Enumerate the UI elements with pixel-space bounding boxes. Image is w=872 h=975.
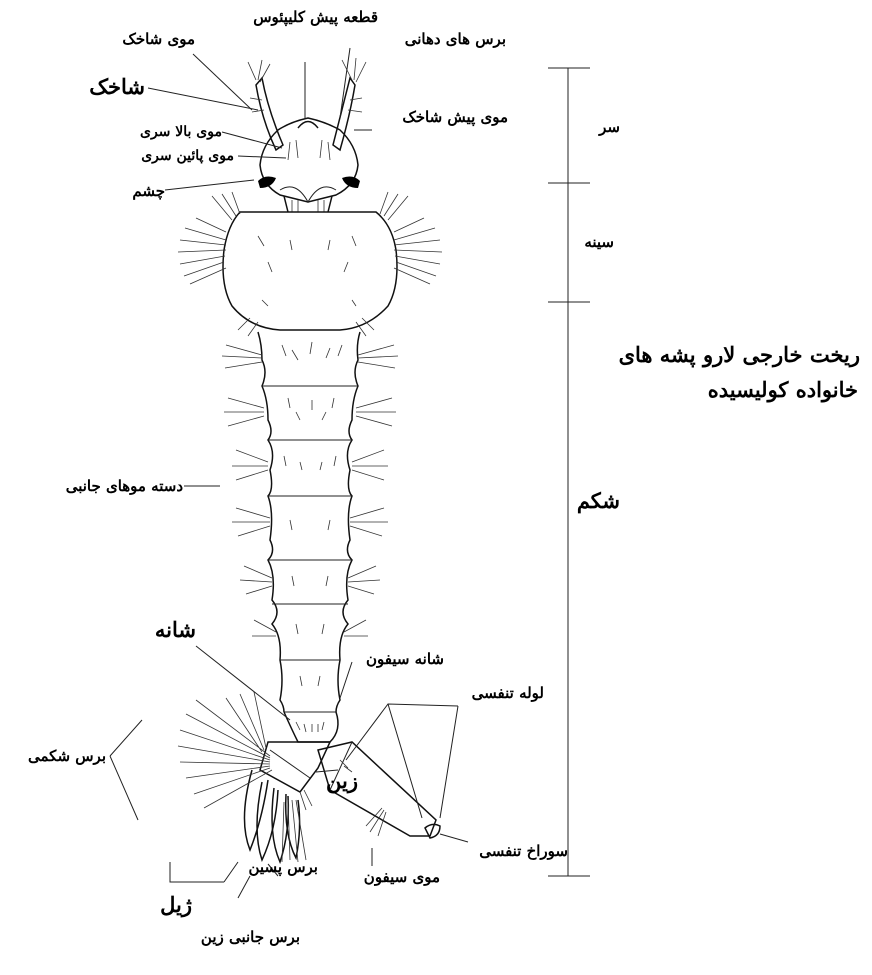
diagram-title: ریخت خارجی لارو پشه های خانواده کولیسیده xyxy=(619,342,860,403)
label-clypeus-front: قطعه پیش کلیپئوس xyxy=(253,8,378,27)
label-siphon-comb: شانه سیفون xyxy=(366,650,444,668)
label-upper-head-hair: موی بالا سری xyxy=(140,124,222,140)
left-eye xyxy=(258,177,276,188)
label-siphon-hair: موی سیفون xyxy=(364,868,440,886)
saddle-segment xyxy=(178,692,330,862)
right-eye xyxy=(342,177,360,188)
thorax xyxy=(178,192,442,336)
label-eye: چشم xyxy=(132,182,165,200)
label-antenna: شاخک xyxy=(89,74,145,99)
label-saddle: زین xyxy=(326,768,358,794)
label-respiratory-tube: لوله تنفسی xyxy=(472,684,544,702)
title-line-1: ریخت خارجی لارو پشه های xyxy=(619,342,860,368)
label-lower-head-hair: موی پائین سری xyxy=(141,148,234,164)
label-anal-gills: ژیل xyxy=(160,892,192,918)
abdomen xyxy=(222,332,398,742)
antennae xyxy=(248,58,366,150)
larva-illustration xyxy=(178,58,442,862)
leader-lines xyxy=(110,48,468,898)
label-ventral-brush: برس شکمی xyxy=(28,747,106,765)
label-pre-antennal-hair: موی پیش شاخک xyxy=(402,108,508,127)
title-line-2: خانواده کولیسیده xyxy=(708,377,858,403)
region-abdomen-label: شکم xyxy=(577,488,620,514)
label-lateral-saddle-brush: برس جانبی زین xyxy=(201,928,300,946)
region-head-label: سر xyxy=(598,118,620,136)
label-lateral-hair-tufts: دسته موهای جانبی xyxy=(66,477,184,495)
label-posterior-brush: برس پسین xyxy=(249,858,319,877)
region-thorax-label: سینه xyxy=(584,233,614,251)
label-antenna-hair: موی شاخک xyxy=(122,30,195,48)
label-spiracle: سوراخ تنفسی xyxy=(479,842,568,860)
label-mouth-brushes: برس های دهانی xyxy=(405,30,506,48)
label-comb: شانه xyxy=(155,617,196,642)
region-scale: سر سینه شکم xyxy=(548,68,620,876)
